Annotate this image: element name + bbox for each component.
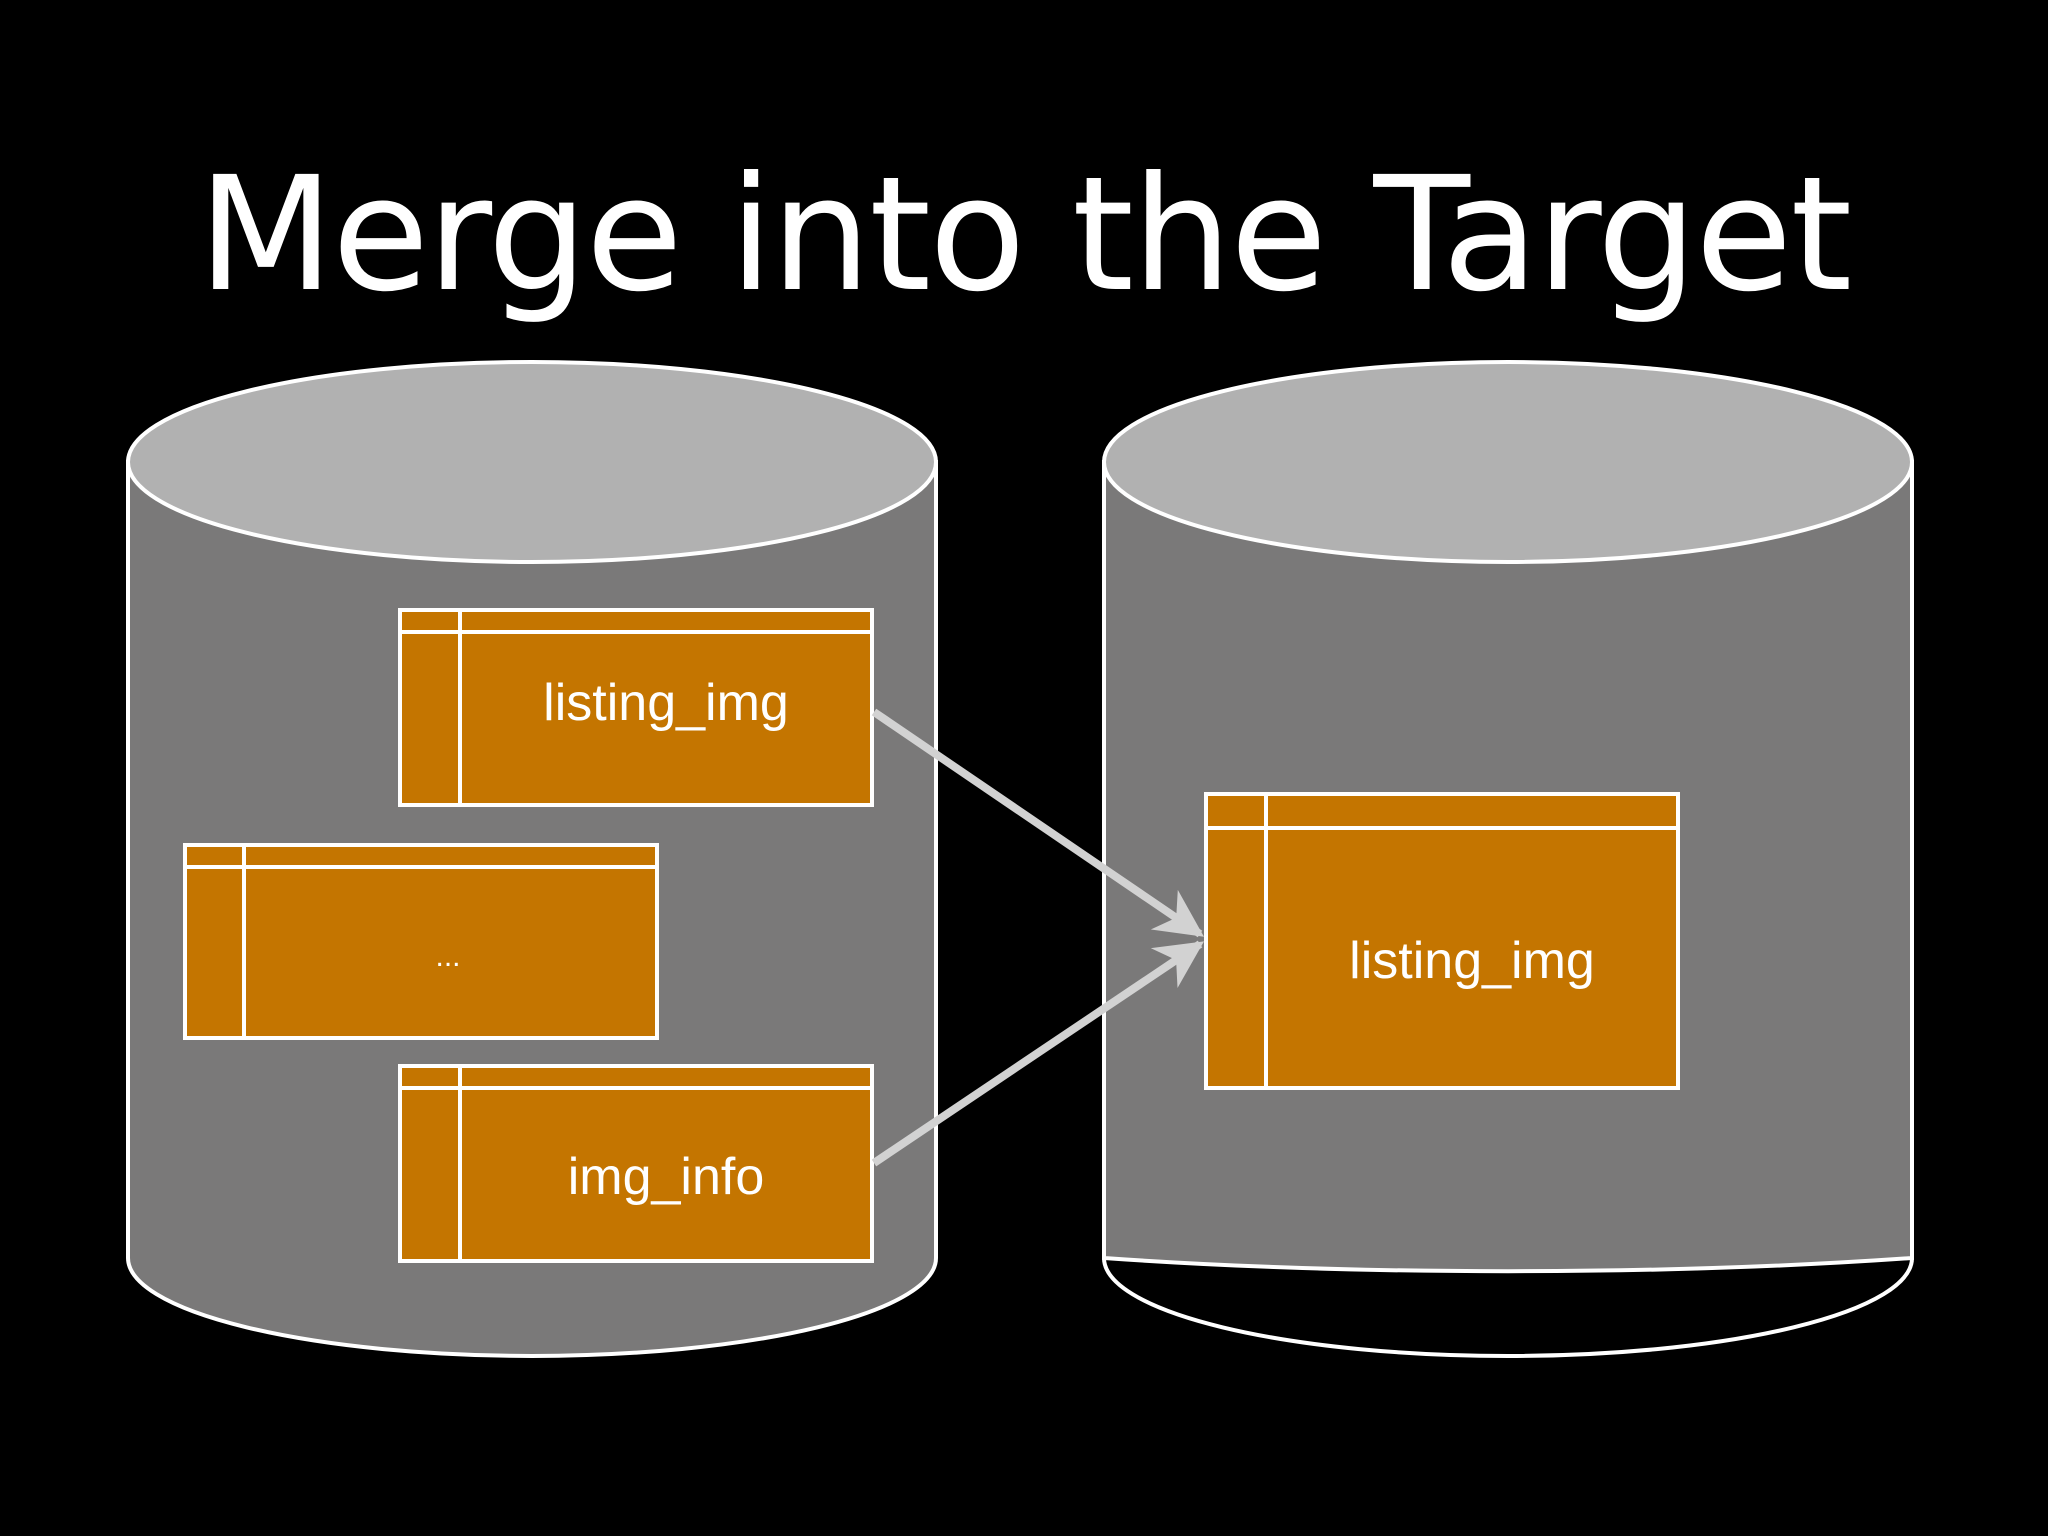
source-cylinder-top [126, 360, 938, 564]
target-table-listing-img-label: listing_img [1349, 932, 1595, 990]
source-table-ellipsis: ... [183, 843, 659, 1040]
source-table-img-info: img_info [398, 1064, 874, 1263]
merge-arrow-listing-img [871, 708, 1204, 938]
slide-title: Merge into the Target [197, 143, 1853, 327]
target-cylinder-top [1102, 360, 1914, 564]
source-table-ellipsis-label: ... [435, 940, 460, 973]
source-table-listing-img-label: listing_img [543, 674, 789, 732]
source-table-img-info-label: img_info [568, 1148, 765, 1206]
merge-arrow-img-info [871, 940, 1204, 1167]
source-table-listing-img: listing_img [398, 608, 874, 807]
target-table-listing-img: listing_img [1204, 792, 1680, 1090]
